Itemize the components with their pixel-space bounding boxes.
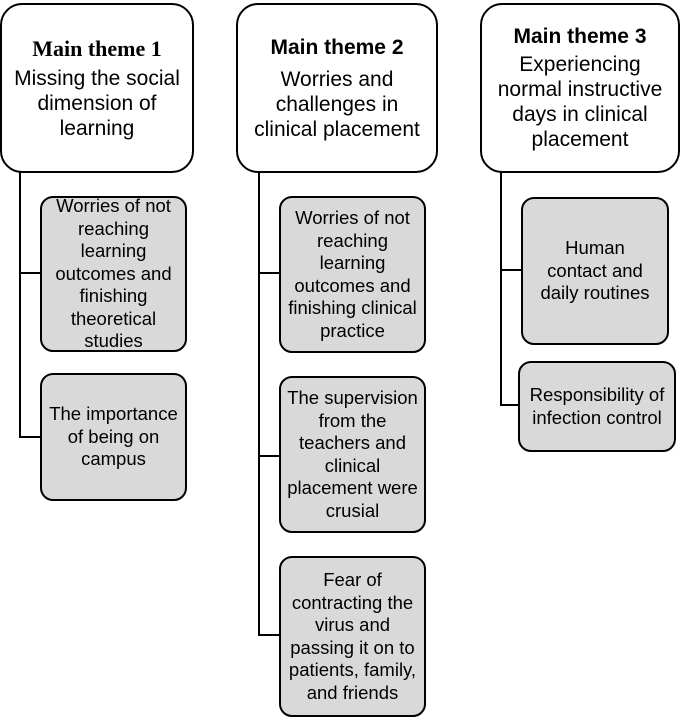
main-theme-3-description: Experiencing normal instructive days in … — [497, 53, 663, 151]
theme3-trunk-line — [500, 172, 502, 406]
theme1-branch-line-2 — [19, 436, 41, 438]
theme-2-subtheme-2: The supervision from the teachers and cl… — [279, 376, 426, 533]
main-theme-2-box: Main theme 2 Worries and challenges in c… — [236, 3, 438, 173]
theme-1-subtheme-2: The importance of being on campus — [40, 373, 187, 501]
theme-2-subtheme-1: Worries of not reaching learning outcome… — [279, 196, 426, 353]
theme-1-subtheme-1: Worries of not reaching learning outcome… — [40, 195, 187, 352]
theme1-branch-line-1 — [19, 272, 41, 274]
theme-3-subtheme-2: Responsibility of infection control — [518, 361, 676, 452]
main-theme-3-box: Main theme 3 Experiencing normal instruc… — [480, 3, 680, 173]
main-theme-1-box: Main theme 1 Missing the social dimensio… — [0, 3, 194, 173]
main-theme-1-title: Main theme 1 — [32, 35, 162, 61]
theme2-branch-line-3 — [258, 634, 280, 636]
theme3-branch-line-2 — [500, 404, 518, 406]
theme2-trunk-line — [258, 172, 260, 636]
theme2-branch-line-2 — [258, 455, 280, 457]
theme-2-subtheme-3: Fear of contracting the virus and passin… — [279, 556, 426, 717]
main-theme-1-description: Missing the social dimension of learning — [14, 66, 180, 140]
theme2-branch-line-1 — [258, 272, 280, 274]
main-theme-3-title: Main theme 3 — [513, 25, 647, 48]
main-theme-2-description: Worries and challenges in clinical place… — [254, 67, 420, 141]
theme3-branch-line-1 — [500, 269, 522, 271]
theme1-trunk-line — [19, 172, 21, 438]
main-theme-2-title: Main theme 2 — [270, 35, 404, 59]
theme-3-subtheme-1: Human contact and daily routines — [521, 197, 669, 345]
